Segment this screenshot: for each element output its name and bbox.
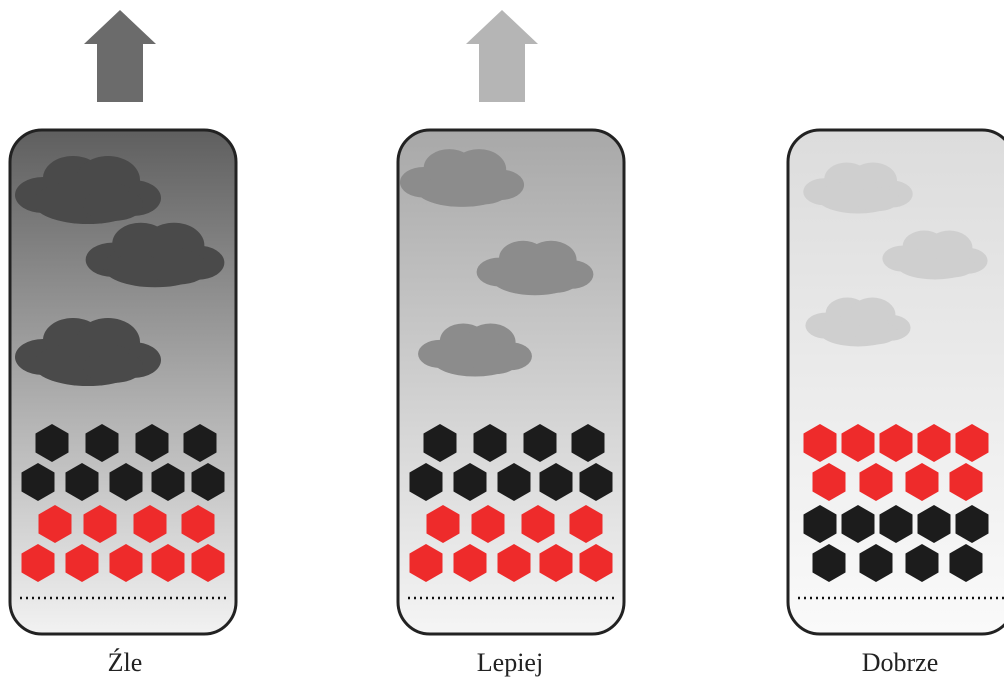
particle-hexagon [905, 544, 939, 582]
up-arrow-icon [84, 10, 156, 102]
particle-hexagon [579, 463, 613, 501]
particle-hexagon [453, 544, 487, 582]
cloud-puff [419, 177, 471, 205]
cloud-puff [931, 254, 975, 278]
particle-hexagon [497, 463, 531, 501]
cloud-1 [15, 156, 161, 224]
cloud-puff [107, 254, 165, 285]
cloud-2 [882, 230, 988, 280]
up-arrow-icon [466, 10, 538, 102]
particle-hexagon [539, 544, 573, 582]
particle-hexagon [497, 544, 531, 582]
particle-hexagon [879, 505, 913, 543]
up-arrow-icon [856, 10, 928, 102]
particle-hexagon [423, 424, 457, 462]
cloud-puff [83, 189, 143, 221]
panel-3 [786, 10, 1004, 636]
particle-hexagon [841, 424, 875, 462]
cloud-2 [85, 222, 225, 288]
particle-hexagon [21, 463, 55, 501]
panel-label-zle: Źle [107, 648, 143, 677]
particle-hexagon [473, 424, 507, 462]
cloud-puff [495, 267, 543, 293]
cloud-puff [854, 321, 898, 345]
particle-hexagon [812, 544, 846, 582]
cloud-2 [476, 240, 594, 296]
cloud-puff [83, 351, 143, 383]
particle-hexagon [879, 424, 913, 462]
particle-hexagon [571, 424, 605, 462]
particle-hexagon [521, 505, 555, 543]
particle-hexagon [841, 505, 875, 543]
particle-hexagon [949, 463, 983, 501]
particle-hexagon [803, 424, 837, 462]
cloud-3 [418, 323, 532, 377]
particle-hexagon [151, 544, 185, 582]
particle-hexagon [35, 424, 69, 462]
particle-hexagon [38, 505, 72, 543]
cloud-puff [822, 321, 866, 345]
particle-hexagon [133, 505, 167, 543]
particle-hexagon [453, 463, 487, 501]
particle-hexagon [181, 505, 215, 543]
cloud-3 [15, 318, 161, 386]
particle-hexagon [151, 463, 185, 501]
particle-hexagon [917, 505, 951, 543]
cloud-puff [854, 187, 900, 212]
panel-1 [8, 10, 238, 636]
particle-hexagon [191, 463, 225, 501]
particle-hexagon [859, 463, 893, 501]
particle-hexagon [21, 544, 55, 582]
particle-hexagon [83, 505, 117, 543]
cloud-puff [38, 189, 98, 221]
particle-hexagon [812, 463, 846, 501]
cloud-1 [399, 149, 525, 207]
particle-hexagon [183, 424, 217, 462]
particle-hexagon [569, 505, 603, 543]
particle-hexagon [955, 424, 989, 462]
particle-hexagon [803, 505, 837, 543]
cloud-puff [531, 267, 579, 293]
particle-hexagon [85, 424, 119, 462]
particle-hexagon [539, 463, 573, 501]
cloud-puff [471, 349, 518, 375]
cloud-1 [803, 162, 913, 214]
cloud-puff [457, 177, 509, 205]
particle-hexagon [109, 463, 143, 501]
particle-hexagon [471, 505, 505, 543]
particle-hexagon [859, 544, 893, 582]
particle-hexagon [65, 544, 99, 582]
particle-hexagon [135, 424, 169, 462]
cloud-puff [38, 351, 98, 383]
particle-hexagon [409, 544, 443, 582]
particle-hexagon [949, 544, 983, 582]
cloud-3 [805, 297, 911, 347]
particle-hexagon [917, 424, 951, 462]
panel-label-dobrze: Dobrze [861, 648, 939, 677]
cloud-puff [899, 254, 943, 278]
particle-hexagon [523, 424, 557, 462]
particle-hexagon [955, 505, 989, 543]
cloud-puff [150, 254, 208, 285]
particle-hexagon [191, 544, 225, 582]
cloud-puff [436, 349, 483, 375]
panel-label-lepiej: Lepiej [476, 648, 544, 677]
cloud-puff [820, 187, 866, 212]
panel-2 [396, 10, 626, 636]
particle-hexagon [905, 463, 939, 501]
particle-hexagon [409, 463, 443, 501]
particle-hexagon [109, 544, 143, 582]
particle-hexagon [579, 544, 613, 582]
particle-hexagon [426, 505, 460, 543]
particle-hexagon [65, 463, 99, 501]
